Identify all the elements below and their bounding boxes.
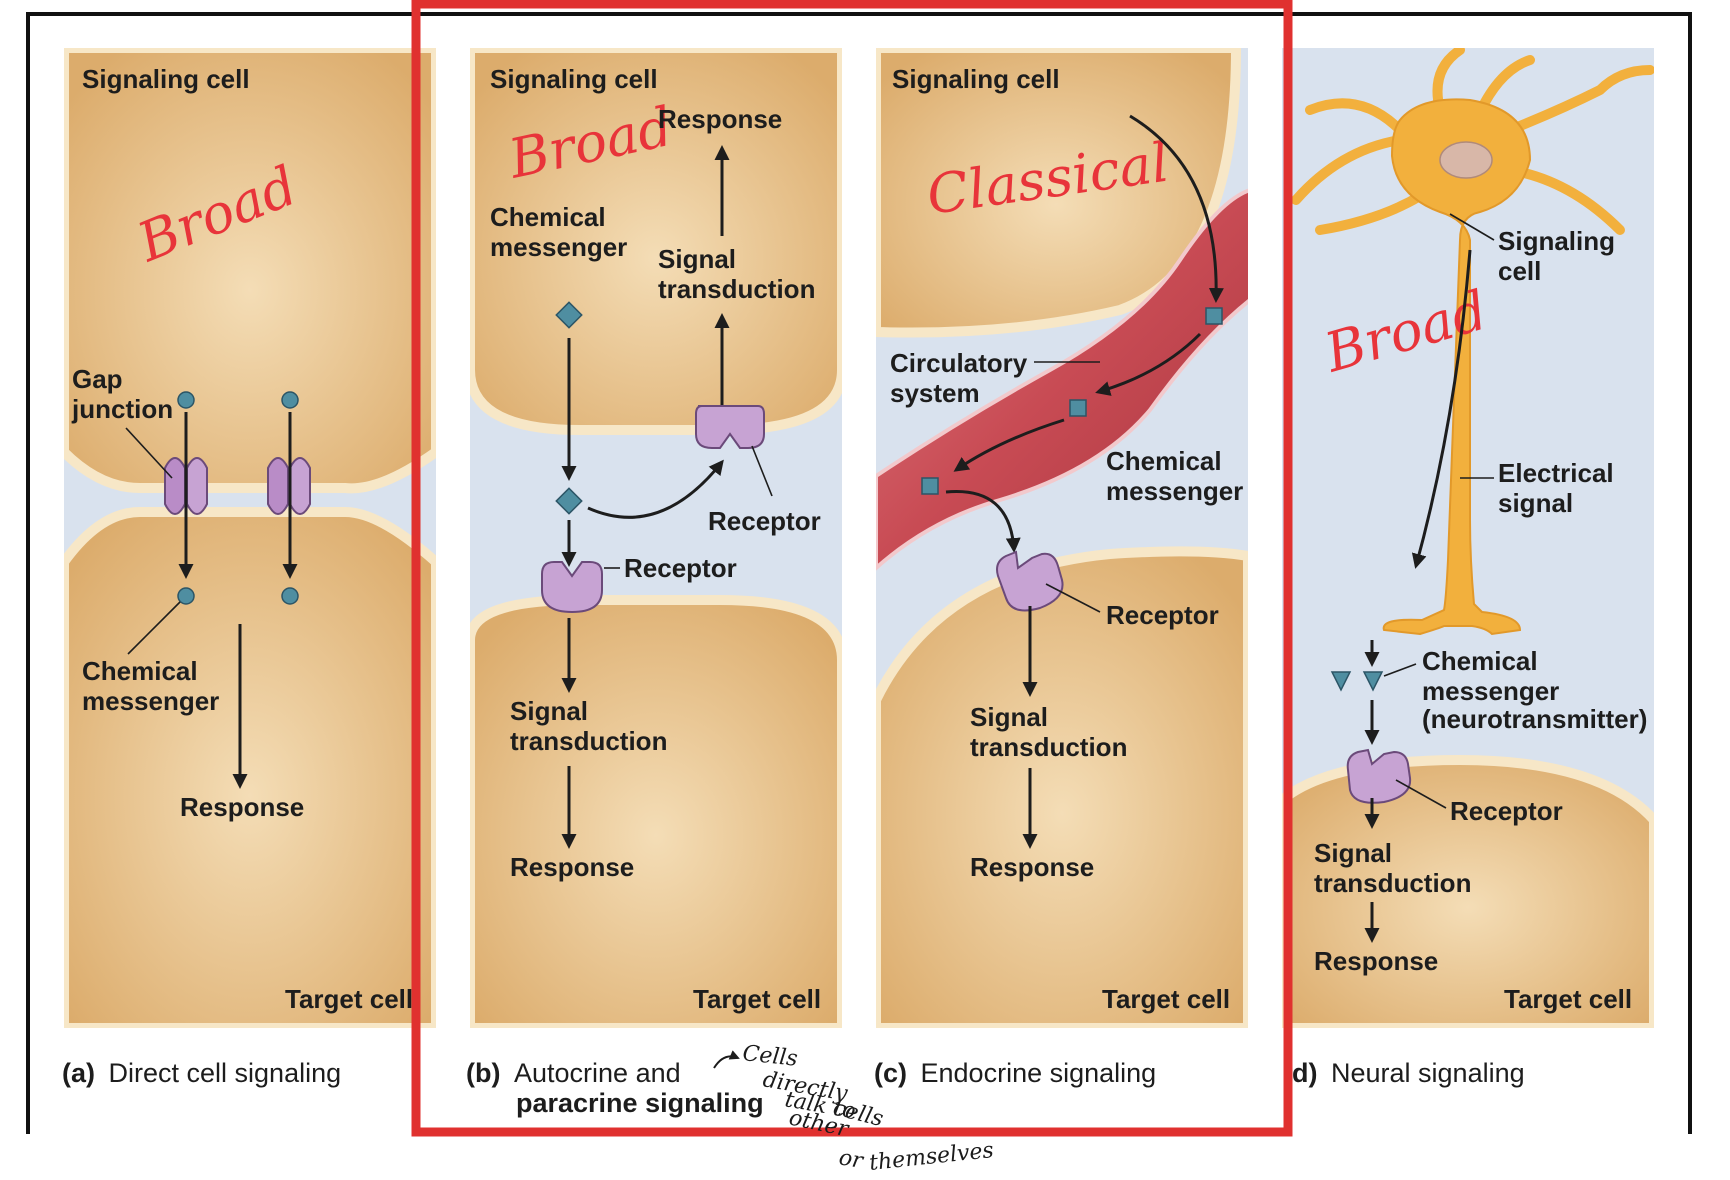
target-cell-body [470, 595, 842, 1028]
caption: (a) Direct cell signaling [62, 1058, 341, 1088]
highlight-box [411, 0, 1293, 1137]
target-cell-body [64, 507, 436, 1028]
response-label: Response [180, 792, 304, 822]
chemical-messenger-square [1069, 399, 1087, 417]
chemical-messenger-dot [177, 391, 195, 409]
signal-transduction-label: Signal transduction [510, 696, 667, 756]
response-label: Response [970, 852, 1094, 882]
arrow [1095, 332, 1202, 396]
leader-line [1383, 663, 1417, 677]
panel-neural: Broad Signaling cell Electrical signal C… [1282, 48, 1654, 1088]
receptor [695, 405, 765, 449]
arrow [1129, 114, 1224, 303]
panel-direct-signaling: Signaling cell Broad Gap junction Chemic… [62, 48, 436, 1088]
panel-endocrine: Signaling cell Classical Circulatory sys… [874, 48, 1248, 1088]
response-label: Response [1314, 946, 1438, 976]
caption: (b) Autocrine and [466, 1058, 681, 1088]
receptor-label: Receptor [708, 506, 821, 536]
leader-line [751, 445, 773, 497]
chemical-messenger-diamond [555, 487, 583, 515]
signaling-cell-label: Signaling cell [892, 64, 1060, 94]
chemical-messenger-dot [281, 587, 299, 605]
signaling-cell-label: Signaling cell [1498, 226, 1622, 286]
circulatory-system-label: Circulatory system [890, 348, 1035, 408]
receptor [996, 550, 1064, 612]
target-cell-body [876, 546, 1248, 1028]
receptor [1346, 748, 1412, 804]
blood-vessel [876, 188, 1248, 571]
receptor-label: Receptor [1106, 600, 1219, 630]
signaling-cell-body [876, 48, 1242, 338]
chemical-messenger-dot [177, 587, 195, 605]
signal-transduction-label: Signal transduction [1314, 838, 1471, 898]
chemical-messenger-label: Chemical messenger [490, 202, 627, 262]
chemical-messenger-square [1205, 307, 1223, 325]
target-cell-label: Target cell [285, 984, 413, 1014]
response-label: Response [510, 852, 634, 882]
caption: (c) Endocrine signaling [874, 1058, 1156, 1088]
leader-line [127, 601, 181, 655]
note-line: Cells [741, 1041, 799, 1072]
gap-junction-channel [164, 457, 208, 515]
neurotransmitter-triangle [1330, 671, 1352, 692]
receptor-label: Receptor [624, 553, 737, 583]
caption-line-2: paracrine signaling [516, 1088, 764, 1118]
gap-junction-label: Gap junction [71, 364, 173, 424]
arrow [953, 418, 1065, 472]
response-label: Response [658, 104, 782, 134]
signaling-cell-label: Signaling cell [490, 64, 658, 94]
signal-transduction-label: Signal transduction [970, 702, 1127, 762]
leader-line [125, 427, 173, 479]
gap-junction-channel [267, 457, 311, 515]
signal-transduction-label: Signal transduction [658, 244, 815, 304]
chemical-messenger-dot [281, 391, 299, 409]
leader-line [1395, 779, 1447, 809]
target-cell-label: Target cell [1102, 984, 1230, 1014]
receptor [541, 561, 603, 614]
arrow [945, 489, 1021, 553]
chemical-messenger-label: Chemical messenger [82, 656, 219, 716]
electrical-signal-label: Electrical signal [1498, 458, 1621, 518]
receptor-label: Receptor [1450, 796, 1563, 826]
electrical-signal-arrow [1411, 249, 1472, 569]
chemical-messenger-square [921, 477, 939, 495]
leader-line [1045, 583, 1101, 613]
leader-line [1449, 213, 1495, 241]
panel-autocrine-paracrine: Signaling cell Broad Response Chemical m… [466, 48, 842, 1118]
target-cell-label: Target cell [1504, 984, 1632, 1014]
note-arrow [713, 1050, 740, 1069]
chemical-messenger-diamond [555, 301, 583, 329]
signaling-cell-label: Signaling cell [82, 64, 250, 94]
chemical-messenger-label: Chemical messenger [1106, 446, 1243, 506]
chemical-messenger-label: Chemical messenger (neurotransmitter) [1422, 646, 1647, 734]
caption: d) Neural signaling [1292, 1058, 1525, 1088]
arrow-to-receptor [587, 459, 724, 519]
target-cell-label: Target cell [693, 984, 821, 1014]
neurotransmitter-triangle [1362, 671, 1384, 692]
bottom-strip [0, 1134, 1730, 1180]
